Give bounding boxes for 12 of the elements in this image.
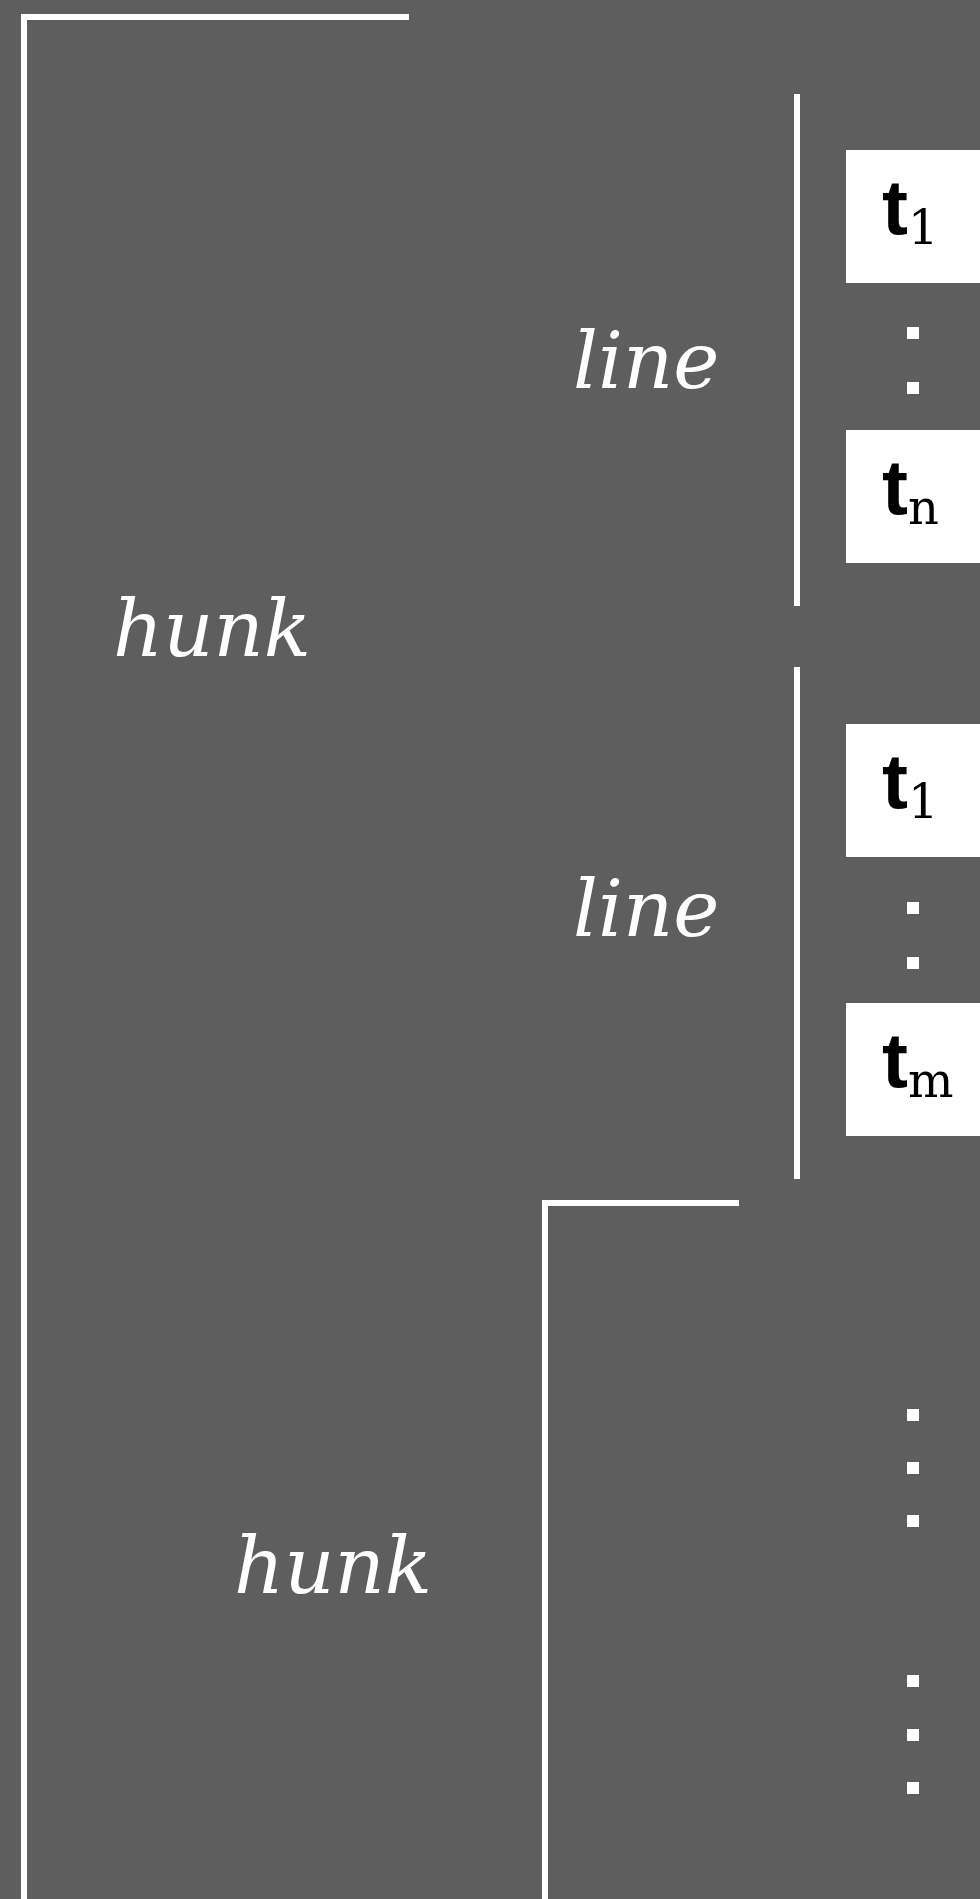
token-box — [846, 724, 980, 857]
token-box — [846, 1003, 980, 1136]
line-label: line — [573, 870, 720, 948]
hunk-label: hunk — [113, 590, 311, 668]
token-label: t$_{n}$ — [882, 448, 939, 531]
hunk-label: hunk — [234, 1527, 432, 1605]
token-box — [846, 150, 980, 283]
line-label: line — [573, 322, 720, 400]
token-label: t$_{1}$ — [882, 742, 939, 825]
token-label: t$_{m}$ — [882, 1021, 954, 1104]
token-label: t$_{1}$ — [882, 168, 939, 251]
token-box — [846, 430, 980, 563]
